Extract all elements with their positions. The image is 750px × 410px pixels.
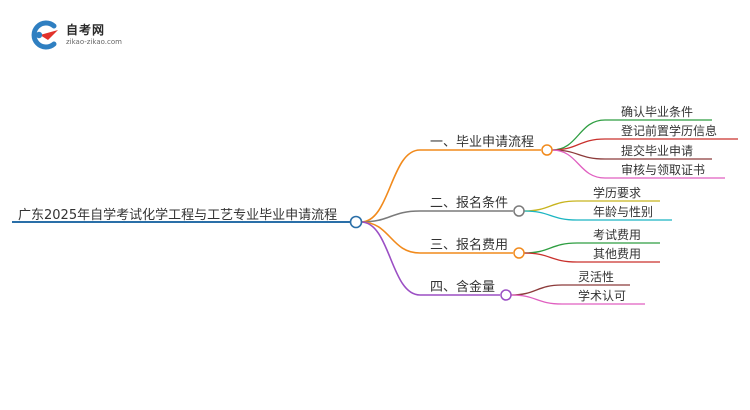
leaf-label: 灵活性 <box>578 270 614 284</box>
branch-label: 三、报名费用 <box>430 237 508 253</box>
logo-mark-icon <box>31 20 58 50</box>
leaf-label: 审核与领取证书 <box>621 162 705 177</box>
branch-label: 四、含金量 <box>430 279 495 295</box>
leaf-label: 学历要求 <box>593 185 641 200</box>
leaf-connector <box>551 149 606 179</box>
leaf-connector <box>523 210 578 221</box>
site-logo[interactable]: 自考网 zikao-zikao.com <box>28 18 138 54</box>
branch-connector <box>360 210 421 223</box>
leaf-label: 登记前置学历信息 <box>621 123 717 138</box>
leaf-connector <box>523 242 578 254</box>
branch-connector <box>360 221 421 296</box>
leaf-connector <box>510 294 563 305</box>
branch-label: 二、报名条件 <box>430 195 508 211</box>
branch-node-dot <box>541 144 553 156</box>
branch-connector <box>360 221 421 254</box>
leaf-label: 考试费用 <box>593 227 641 242</box>
leaf-label: 其他费用 <box>593 247 641 261</box>
leaf-connector <box>510 284 563 296</box>
leaf-label: 年龄与性别 <box>593 205 653 219</box>
leaf-connector <box>551 119 606 151</box>
branch-node-dot <box>500 289 512 301</box>
root-node-dot <box>349 215 363 229</box>
leaf-label: 学术认可 <box>578 288 626 303</box>
branch-connector <box>360 149 421 223</box>
branch-node-dot <box>513 247 525 259</box>
leaf-label: 提交毕业申请 <box>621 143 693 158</box>
root-node-label: 广东2025年自学考试化学工程与工艺专业毕业申请流程 <box>18 207 337 223</box>
branch-label: 一、毕业申请流程 <box>430 135 534 150</box>
leaf-connector <box>523 252 578 263</box>
branch-node-dot <box>513 205 525 217</box>
leaf-label: 确认毕业条件 <box>621 105 693 119</box>
logo-subtitle: zikao-zikao.com <box>66 38 122 46</box>
logo-title: 自考网 <box>66 23 106 37</box>
leaf-connector <box>523 200 578 212</box>
